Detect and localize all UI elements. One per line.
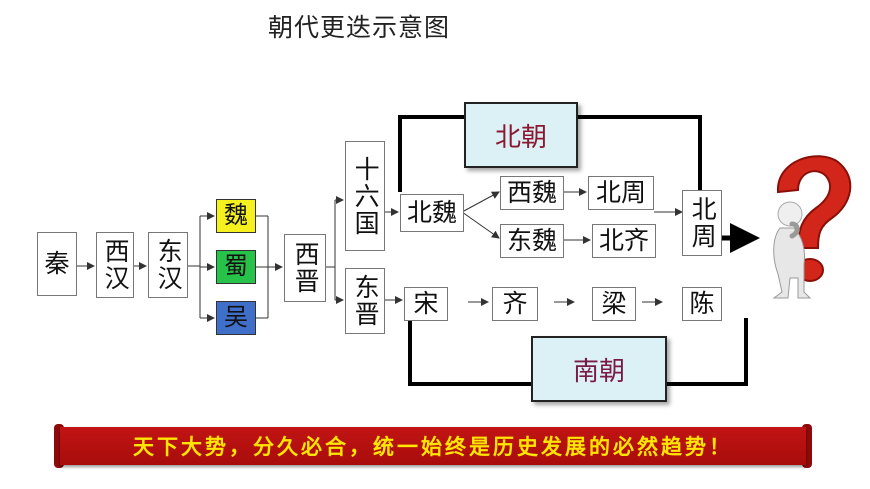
southern-dynasties-label: 南朝: [531, 336, 667, 402]
scroll-end-left: [54, 424, 64, 468]
diagram-title: 朝代更迭示意图: [268, 13, 451, 42]
node-song: 宋: [404, 287, 448, 321]
scroll-end-right: [802, 424, 812, 468]
node-beizhou-final: 北周: [682, 190, 722, 256]
arrow-beiwei-xiwei: [461, 191, 500, 213]
node-qin: 秦: [37, 232, 77, 296]
node-beizhou: 北周: [588, 176, 654, 210]
node-xiwei: 西魏: [500, 176, 564, 210]
node-beiwei: 北魏: [400, 194, 464, 232]
node-chen: 陈: [682, 287, 722, 321]
node-qi: 齐: [492, 287, 538, 321]
summary-banner-text: 天下大势，分久必合，统一始终是历史发展的必然趋势！: [133, 434, 733, 459]
node-shiliuguo: 十六国: [345, 141, 385, 251]
node-dongwei: 东魏: [500, 224, 564, 258]
node-xihan: 西汉: [96, 232, 134, 298]
node-beiqi: 北齐: [592, 224, 656, 258]
summary-banner: 天下大势，分久必合，统一始终是历史发展的必然趋势！: [60, 427, 806, 465]
node-shu: 蜀: [216, 250, 256, 284]
northern-dynasties-label: 北朝: [464, 102, 578, 168]
node-wu: 吴: [216, 301, 256, 335]
arrow-beiwei-dongwei: [461, 211, 500, 239]
node-liang: 梁: [592, 287, 636, 321]
thinking-figure-with-question-mark-icon: [758, 146, 862, 310]
node-xijin: 西晋: [284, 234, 326, 302]
node-wei: 魏: [216, 199, 256, 233]
node-dongjin: 东晋: [345, 268, 385, 334]
node-donghan: 东汉: [148, 232, 188, 298]
